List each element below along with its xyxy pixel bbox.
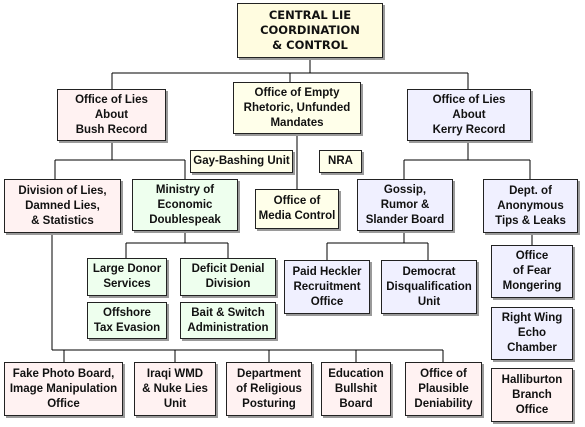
large-donor-services-box: Large Donor Services: [87, 258, 167, 296]
deficit-denial-division-box: Deficit Denial Division: [180, 258, 276, 296]
gossip-rumor-slander-box: Gossip, Rumor & Slander Board: [357, 179, 453, 231]
fear-mongering-office-box: Office of Fear Mongering: [491, 245, 573, 298]
central-lie-coordination-box: CENTRAL LIE COORDINATION & CONTROL: [237, 3, 383, 58]
nra-box: NRA: [319, 150, 362, 173]
plausible-deniability-box: Office of Plausible Deniability: [405, 362, 482, 416]
religious-posturing-box: Department of Religious Posturing: [226, 362, 312, 416]
bait-switch-administration-box: Bait & Switch Administration: [180, 302, 276, 339]
offshore-tax-evasion-box: Offshore Tax Evasion: [87, 302, 167, 339]
media-control-office-box: Office of Media Control: [255, 189, 339, 229]
empty-rhetoric-office-box: Office of Empty Rhetoric, Unfunded Manda…: [233, 82, 361, 134]
gay-bashing-unit-box: Gay-Bashing Unit: [190, 150, 293, 173]
paid-heckler-office-box: Paid Heckler Recruitment Office: [284, 260, 370, 314]
halliburton-branch-box: Halliburton Branch Office: [491, 368, 573, 422]
division-of-lies-box: Division of Lies, Damned Lies, & Statist…: [4, 179, 121, 233]
kerry-record-office-box: Office of Lies About Kerry Record: [407, 89, 531, 141]
education-board-box: Education Bullshit Board: [321, 362, 391, 416]
fake-photo-board-box: Fake Photo Board, Image Manipulation Off…: [4, 362, 123, 416]
ministry-economic-doublespeak-box: Ministry of Economic Doublespeak: [132, 179, 238, 231]
iraqi-wmd-lies-box: Iraqi WMD & Nuke Lies Unit: [134, 362, 216, 416]
bush-record-office-box: Office of Lies About Bush Record: [57, 89, 166, 141]
anonymous-tips-leaks-box: Dept. of Anonymous Tips & Leaks: [483, 179, 578, 233]
right-wing-echo-chamber-box: Right Wing Echo Chamber: [491, 307, 573, 360]
democrat-disqualification-box: Democrat Disqualification Unit: [381, 260, 477, 314]
